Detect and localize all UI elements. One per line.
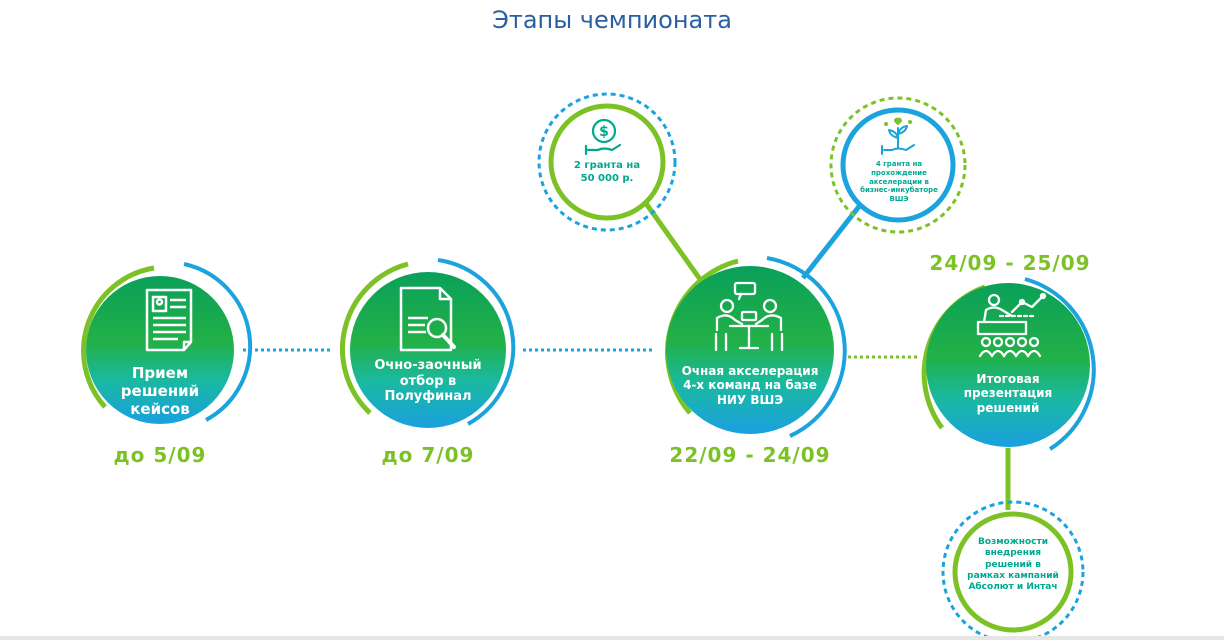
stage-2-label: Очно-заочный отбор в Полуфинал bbox=[374, 358, 482, 405]
document-magnifier-icon bbox=[399, 286, 456, 352]
team-meeting-icon bbox=[714, 281, 784, 352]
footer-divider bbox=[0, 636, 1224, 640]
pin-grant-2 bbox=[801, 193, 870, 280]
stage-1-label: Прием решений кейсов bbox=[120, 364, 200, 418]
grant-bubble-2 bbox=[829, 96, 967, 234]
resume-document-icon bbox=[145, 288, 193, 352]
stage-3-label: Очная акселерация 4-х команд на базе НИУ… bbox=[681, 364, 819, 407]
stage-4-circle bbox=[921, 277, 1096, 451]
pin-grant-1 bbox=[637, 193, 705, 284]
stage-3-circle bbox=[665, 256, 847, 438]
implementation-bubble bbox=[941, 500, 1085, 640]
stage-4-date: 24/09 - 25/09 bbox=[929, 251, 1091, 275]
page-title: Этапы чемпионата bbox=[492, 6, 732, 34]
stage-2-date: до 7/09 bbox=[381, 443, 475, 467]
implementation-bubble-label: Возможности внедрения решений в рамках к… bbox=[967, 537, 1059, 592]
stage-3-date: 22/09 - 24/09 bbox=[669, 443, 831, 467]
stage-1-date: до 5/09 bbox=[113, 443, 207, 467]
grant-bubble-1 bbox=[537, 92, 677, 232]
dollar-coin-hand-icon: $ bbox=[584, 118, 622, 156]
grant-bubble-1-label: 2 гранта на 50 000 р. bbox=[573, 160, 641, 184]
presentation-audience-icon bbox=[976, 292, 1047, 358]
growing-plant-hand-icon bbox=[881, 117, 915, 155]
grant-bubble-2-label: 4 гранта на прохождение акселерации в би… bbox=[860, 160, 938, 203]
stage-4-label: Итоговая презентация решений bbox=[963, 372, 1053, 415]
svg-text:$: $ bbox=[599, 124, 609, 140]
